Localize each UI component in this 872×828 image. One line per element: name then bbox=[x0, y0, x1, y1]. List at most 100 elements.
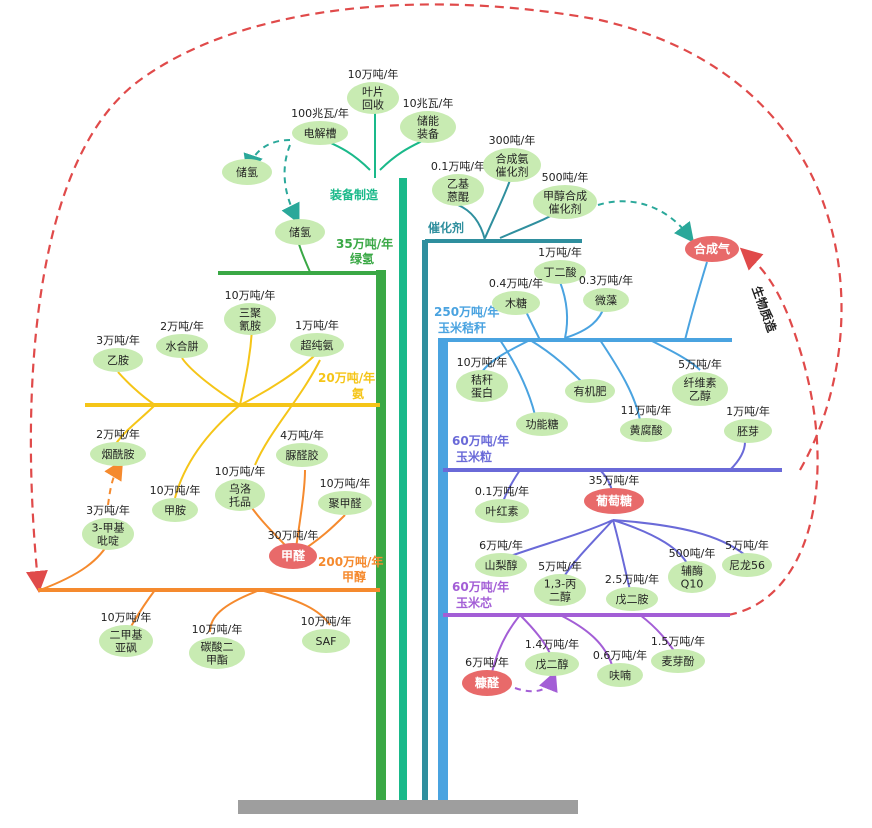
node-label: 乙醇 bbox=[689, 389, 711, 403]
node-bubble bbox=[483, 148, 541, 182]
node-capacity: 10万吨/年 bbox=[225, 288, 276, 302]
node-label: 甲醇合成 bbox=[543, 189, 587, 203]
node-label: 催化剂 bbox=[496, 165, 529, 179]
node-label: 麦芽酚 bbox=[662, 654, 695, 668]
node-label: 有机肥 bbox=[574, 384, 607, 398]
node-bubble bbox=[492, 291, 540, 315]
node-capacity: 2万吨/年 bbox=[160, 319, 204, 333]
node-capacity: 3万吨/年 bbox=[96, 333, 140, 347]
node-label: 合成气 bbox=[694, 241, 730, 256]
node-bubble bbox=[565, 379, 615, 403]
node-capacity: 10万吨/年 bbox=[192, 622, 243, 636]
node-capacity: 1.4万吨/年 bbox=[525, 637, 579, 651]
node-label: 呋喃 bbox=[609, 668, 631, 682]
node-capacity: 4万吨/年 bbox=[280, 428, 324, 442]
node-bubble bbox=[534, 260, 586, 284]
node-bubble bbox=[516, 412, 568, 436]
node-bubble bbox=[90, 442, 146, 466]
node-label: 叶红素 bbox=[486, 505, 519, 518]
branch-nh3-cap: 20万吨/年 bbox=[318, 370, 375, 385]
node-label: 聚甲醛 bbox=[329, 496, 362, 510]
node-capacity: 10万吨/年 bbox=[320, 476, 371, 490]
node-label: 黄腐酸 bbox=[630, 423, 663, 437]
node-bubble bbox=[152, 498, 198, 522]
node-capacity: 1万吨/年 bbox=[538, 245, 582, 259]
node-capacity: 5万吨/年 bbox=[678, 357, 722, 371]
node-capacity: 1.5万吨/年 bbox=[651, 634, 705, 648]
node-label: 水合肼 bbox=[166, 339, 199, 353]
node-label: 微藻 bbox=[595, 293, 617, 307]
biomass-label: 生物质造 bbox=[749, 284, 780, 335]
node-hydrazine: 水合肼 2万吨/年 bbox=[156, 319, 208, 358]
node-organic-fert: 有机肥 bbox=[565, 379, 615, 403]
node-capacity: 10万吨/年 bbox=[101, 610, 152, 624]
node-bubble bbox=[318, 491, 372, 515]
node-capacity: 5万吨/年 bbox=[538, 559, 582, 573]
node-furan: 呋喃 0.6万吨/年 bbox=[593, 648, 647, 687]
node-capacity: 500吨/年 bbox=[542, 170, 589, 184]
node-bubble bbox=[400, 111, 456, 143]
node-label: 甲酯 bbox=[206, 654, 228, 667]
node-capacity: 0.4万吨/年 bbox=[489, 276, 543, 290]
trunk-green bbox=[376, 270, 386, 800]
electrolyzer-to-h2-arrow bbox=[281, 144, 300, 224]
node-label: 糠醛 bbox=[474, 675, 500, 690]
branch-stalk-title: 玉米秸秆 bbox=[438, 320, 486, 335]
node-label: 功能糖 bbox=[526, 417, 559, 431]
node-bubble bbox=[290, 333, 344, 357]
node-label: 三聚 bbox=[239, 307, 261, 320]
node-label: 戊二胺 bbox=[616, 592, 649, 606]
node-bubble bbox=[93, 348, 143, 372]
node-bubble bbox=[222, 159, 272, 185]
node-capacity: 10万吨/年 bbox=[348, 67, 399, 81]
node-bubble bbox=[668, 561, 716, 593]
node-capacity: 6万吨/年 bbox=[465, 655, 509, 669]
branch-equip-title: 装备制造 bbox=[329, 187, 379, 202]
node-bubble bbox=[597, 663, 643, 687]
node-capacity: 11万吨/年 bbox=[621, 403, 672, 417]
node-aldoxime: 脲醛胶 4万吨/年 bbox=[276, 428, 328, 467]
branch-h2-cap: 35万吨/年 bbox=[336, 236, 393, 251]
node-capacity: 3万吨/年 bbox=[86, 503, 130, 517]
node-capacity: 10万吨/年 bbox=[457, 355, 508, 369]
nodes-layer: 叶片回收10万吨/年电解槽100兆瓦/年储能装备10兆瓦/年储氢储氢乙基蒽醌0.… bbox=[82, 67, 772, 696]
node-bubble bbox=[347, 82, 399, 114]
node-label: 甲胺 bbox=[164, 503, 186, 517]
node-label: 辅酶 bbox=[681, 564, 703, 578]
node-capacity: 10万吨/年 bbox=[301, 614, 352, 628]
node-label: 氰胺 bbox=[239, 319, 261, 333]
node-label: 山梨醇 bbox=[485, 558, 518, 572]
node-label: 乙基 bbox=[447, 178, 469, 191]
node-label: 叶片 bbox=[362, 86, 384, 99]
node-bubble-highlight bbox=[584, 488, 644, 514]
branch-nh3-title: 氨 bbox=[352, 386, 364, 401]
node-capacity: 35万吨/年 bbox=[589, 473, 640, 487]
node-label: 1,3-丙 bbox=[544, 578, 576, 591]
node-capacity: 6万吨/年 bbox=[479, 538, 523, 552]
node-capacity: 10万吨/年 bbox=[150, 483, 201, 497]
node-label: 脲醛胶 bbox=[286, 448, 319, 462]
node-bubble bbox=[99, 625, 153, 657]
node-bubble bbox=[224, 303, 276, 335]
node-bubble bbox=[292, 121, 348, 145]
node-bubble bbox=[672, 372, 728, 406]
trunk-blue bbox=[438, 338, 448, 800]
node-maltol: 麦芽酚 1.5万吨/年 bbox=[651, 634, 705, 673]
node-sorbitol: 山梨醇 6万吨/年 bbox=[475, 538, 527, 577]
node-polyformaldehyde: 聚甲醛 10万吨/年 bbox=[318, 476, 372, 515]
node-capacity: 0.6万吨/年 bbox=[593, 648, 647, 662]
